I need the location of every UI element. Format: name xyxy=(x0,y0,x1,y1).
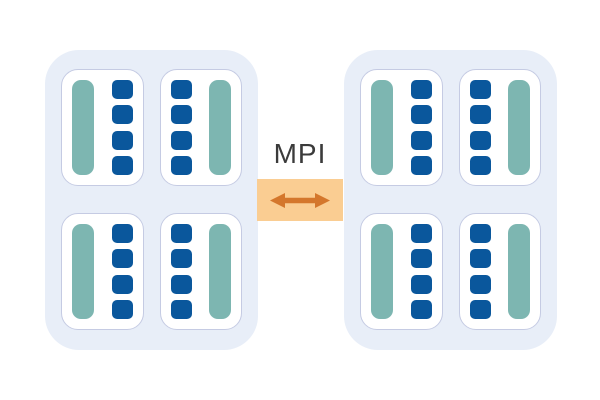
compute-node-1 xyxy=(45,50,258,350)
double-headed-arrow-icon xyxy=(270,192,330,208)
cpu-core-column xyxy=(469,224,491,319)
cpu-core xyxy=(469,224,491,243)
cpu-core xyxy=(410,299,432,319)
cpu-core xyxy=(410,155,432,175)
cpu-core-column xyxy=(410,80,432,175)
cpu-core xyxy=(170,249,192,269)
cpu-core xyxy=(170,274,192,294)
gpu-bar xyxy=(209,224,231,319)
gpu-bar xyxy=(371,80,393,175)
cpu-core xyxy=(111,299,133,319)
cpu-core xyxy=(170,105,192,125)
socket-card xyxy=(61,213,144,330)
gpu-bar xyxy=(371,224,393,319)
compute-node-2 xyxy=(344,50,557,350)
gpu-bar xyxy=(72,80,94,175)
cpu-core xyxy=(111,80,133,99)
cpu-core xyxy=(410,130,432,150)
socket-card xyxy=(458,69,541,186)
cpu-core-column xyxy=(469,80,491,175)
cpu-core-column xyxy=(111,224,133,319)
cpu-core xyxy=(111,274,133,294)
gpu-bar xyxy=(508,224,530,319)
cpu-core xyxy=(469,274,491,294)
cpu-core xyxy=(469,80,491,99)
cpu-core-column xyxy=(170,224,192,319)
cpu-core-column xyxy=(410,224,432,319)
cpu-core xyxy=(410,105,432,125)
socket-card xyxy=(61,69,144,186)
mpi-label: MPI xyxy=(273,138,327,169)
gpu-bar xyxy=(209,80,231,175)
cpu-core xyxy=(170,299,192,319)
cpu-core xyxy=(111,130,133,150)
cpu-core xyxy=(111,105,133,125)
gpu-bar xyxy=(508,80,530,175)
socket-card xyxy=(458,213,541,330)
cpu-core xyxy=(170,224,192,243)
mpi-link-band xyxy=(257,179,343,221)
cpu-core xyxy=(469,249,491,269)
cpu-core-column xyxy=(170,80,192,175)
cpu-core xyxy=(410,80,432,99)
cpu-core xyxy=(410,249,432,269)
cpu-core xyxy=(170,130,192,150)
cpu-core xyxy=(111,249,133,269)
cpu-core xyxy=(469,299,491,319)
gpu-bar xyxy=(72,224,94,319)
cpu-core xyxy=(170,155,192,175)
socket-card xyxy=(360,69,443,186)
socket-card xyxy=(360,213,443,330)
cpu-core xyxy=(111,224,133,243)
cpu-core xyxy=(170,80,192,99)
cpu-core xyxy=(469,130,491,150)
socket-card xyxy=(159,213,242,330)
cpu-core xyxy=(410,274,432,294)
cpu-core xyxy=(469,105,491,125)
cpu-core xyxy=(410,224,432,243)
socket-card xyxy=(159,69,242,186)
cpu-core xyxy=(469,155,491,175)
cpu-core xyxy=(111,155,133,175)
cpu-core-column xyxy=(111,80,133,175)
